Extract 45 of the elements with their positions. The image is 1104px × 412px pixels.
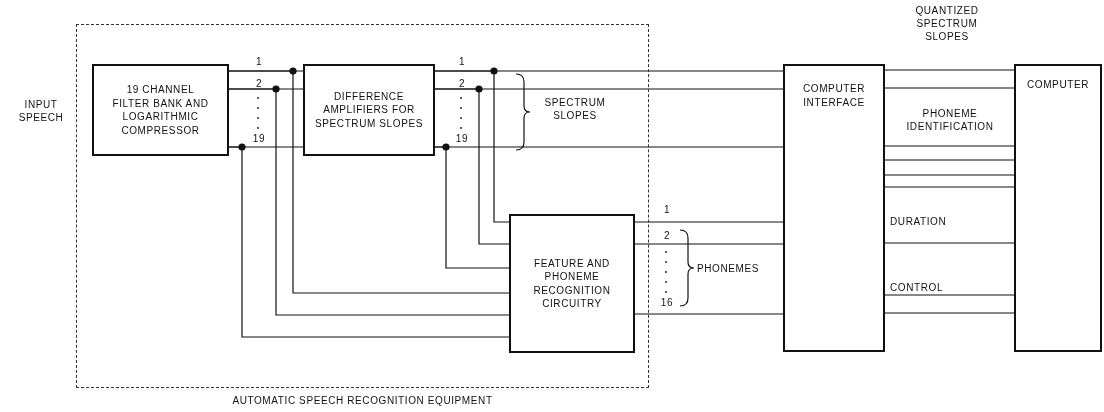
signal-line: [884, 242, 1015, 244]
channel-number: 2: [457, 77, 467, 90]
signal-line: [434, 88, 510, 245]
box-label: DIFFERENCE AMPLIFIERS FOR SPECTRUM SLOPES: [314, 89, 424, 131]
channel-number: 16: [659, 296, 675, 309]
box-label: 19 CHANNEL FILTER BANK AND LOGARITHMIC COMPRESSOR: [111, 83, 210, 137]
channel-number: 1: [254, 55, 264, 68]
process-box: [1014, 64, 1102, 352]
signal-line: [884, 312, 1015, 314]
box-label: COMPUTER INTERFACE: [802, 82, 866, 109]
signal-line: [434, 70, 510, 223]
signal-line: [634, 243, 784, 245]
group-title: AUTOMATIC SPEECH RECOGNITION EQUIPMENT: [231, 395, 494, 406]
signal-line: [884, 87, 1015, 89]
process-box: [509, 214, 635, 353]
channel-number: 19: [454, 132, 470, 145]
signal-line: [634, 313, 784, 315]
signal-label: PHONEMES: [697, 262, 761, 275]
channel-number: 2: [254, 77, 264, 90]
process-box: [783, 64, 885, 352]
channel-number: 1: [457, 55, 467, 68]
box-label: FEATURE AND PHONEME RECOGNITION CIRCUITRY: [532, 256, 612, 311]
signal-label: DURATION: [890, 215, 948, 228]
signal-label: CONTROL: [890, 281, 945, 294]
signal-line: [884, 159, 1015, 161]
signal-line: [884, 69, 1015, 71]
signal-line: [434, 146, 510, 269]
box-label: COMPUTER: [1027, 78, 1089, 92]
signal-line: [634, 221, 784, 223]
channel-number: 19: [251, 132, 267, 145]
signal-label: INPUT SPEECH: [17, 98, 65, 124]
signal-line: [884, 186, 1015, 188]
signal-line: [884, 174, 1015, 176]
process-box: [92, 64, 229, 156]
signal-line: [884, 145, 1015, 147]
signal-line: [228, 88, 510, 316]
signal-line: [884, 294, 1015, 296]
signal-label: SPECTRUM SLOPES: [543, 96, 607, 122]
channel-number: 1: [662, 203, 672, 216]
process-box: [303, 64, 435, 156]
signal-line: [228, 146, 510, 338]
signal-label: QUANTIZED SPECTRUM SLOPES: [914, 4, 980, 43]
signal-label: PHONEME IDENTIFICATION: [905, 107, 995, 133]
signal-line: [228, 70, 510, 294]
channel-number: 2: [662, 229, 672, 242]
